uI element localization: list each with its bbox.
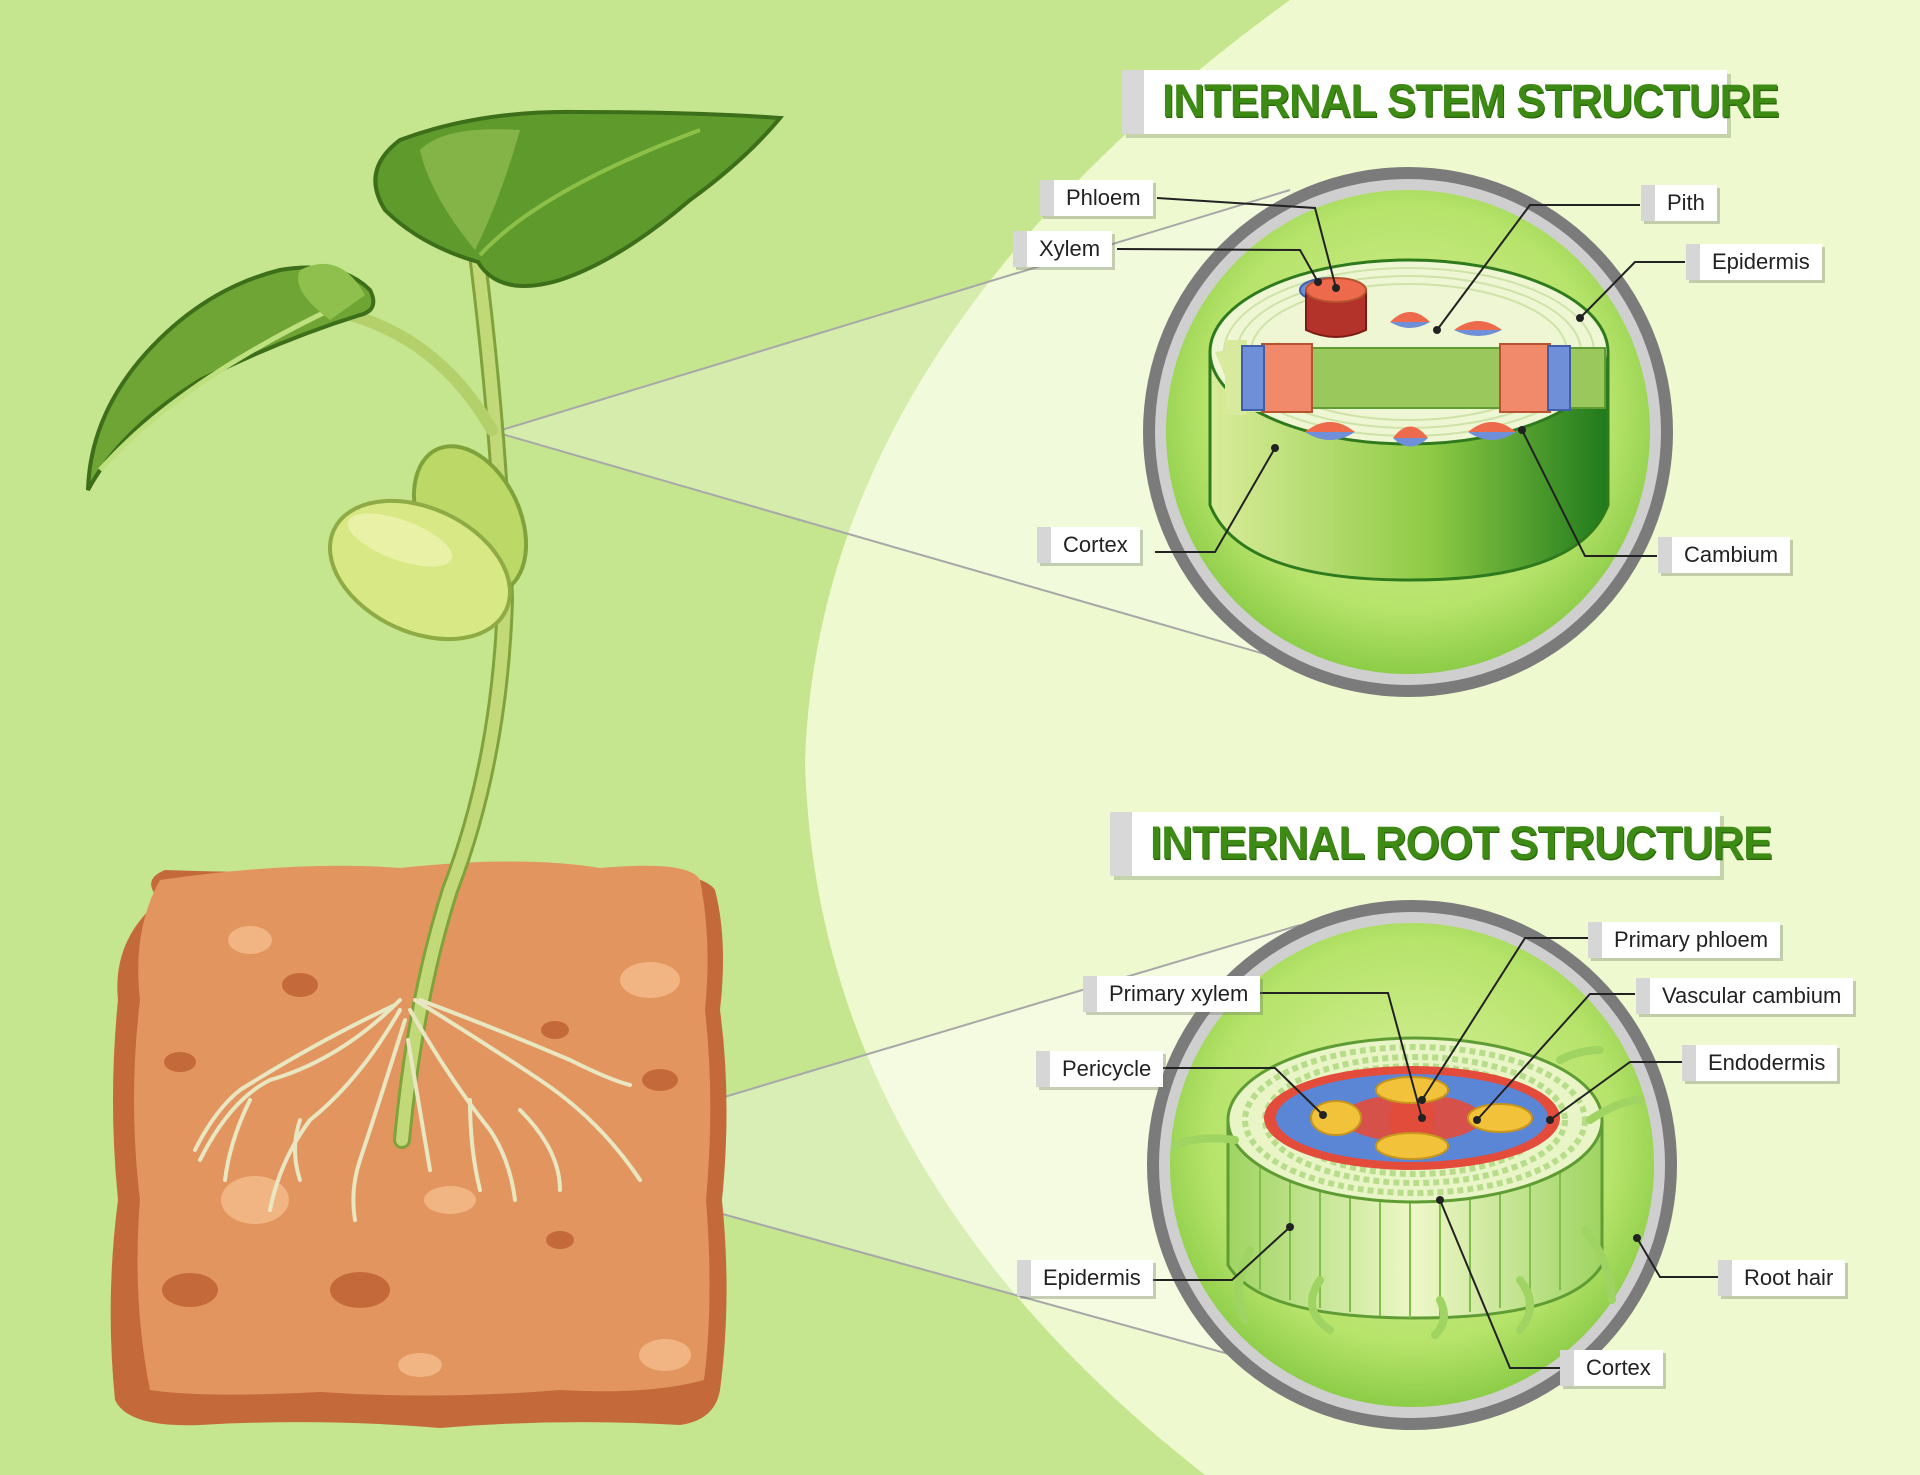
label-xylem: Xylem (1013, 231, 1113, 267)
leader-dots (1271, 278, 1641, 1242)
roots (193, 998, 642, 1222)
soil-block (110, 861, 727, 1428)
root-title: INTERNAL ROOT STRUCTURE (1150, 817, 1773, 870)
stem-title: INTERNAL STEM STRUCTURE (1162, 75, 1780, 128)
label-phloem: Phloem (1040, 180, 1153, 216)
label-stem-cortex: Cortex (1037, 527, 1140, 563)
stem-cross-section (1143, 167, 1673, 697)
label-root-hair: Root hair (1718, 1260, 1846, 1296)
label-endodermis: Endodermis (1682, 1045, 1838, 1081)
stem-zoom-line-bottom (494, 431, 1321, 671)
title-tab (1110, 812, 1132, 876)
label-vascular-cambium: Vascular cambium (1636, 978, 1854, 1014)
label-stem-epidermis: Epidermis (1686, 244, 1822, 280)
label-root-epidermis: Epidermis (1017, 1260, 1153, 1296)
label-primary-xylem: Primary xylem (1083, 976, 1261, 1012)
label-pericycle: Pericycle (1036, 1051, 1164, 1087)
label-cambium: Cambium (1658, 537, 1791, 573)
label-primary-phloem: Primary phloem (1588, 922, 1781, 958)
root-title-box: INTERNAL ROOT STRUCTURE (1110, 812, 1773, 876)
stem-title-box: INTERNAL STEM STRUCTURE (1122, 70, 1780, 134)
leaf-stalk (344, 309, 498, 436)
stem-zoom-line-top (494, 189, 1291, 433)
label-pith: Pith (1641, 185, 1717, 221)
title-tab (1122, 70, 1144, 134)
leaves (86, 109, 785, 642)
leader-lines (1116, 197, 1718, 1369)
root-cross-section (1147, 900, 1677, 1430)
label-root-cortex: Cortex (1560, 1350, 1663, 1386)
